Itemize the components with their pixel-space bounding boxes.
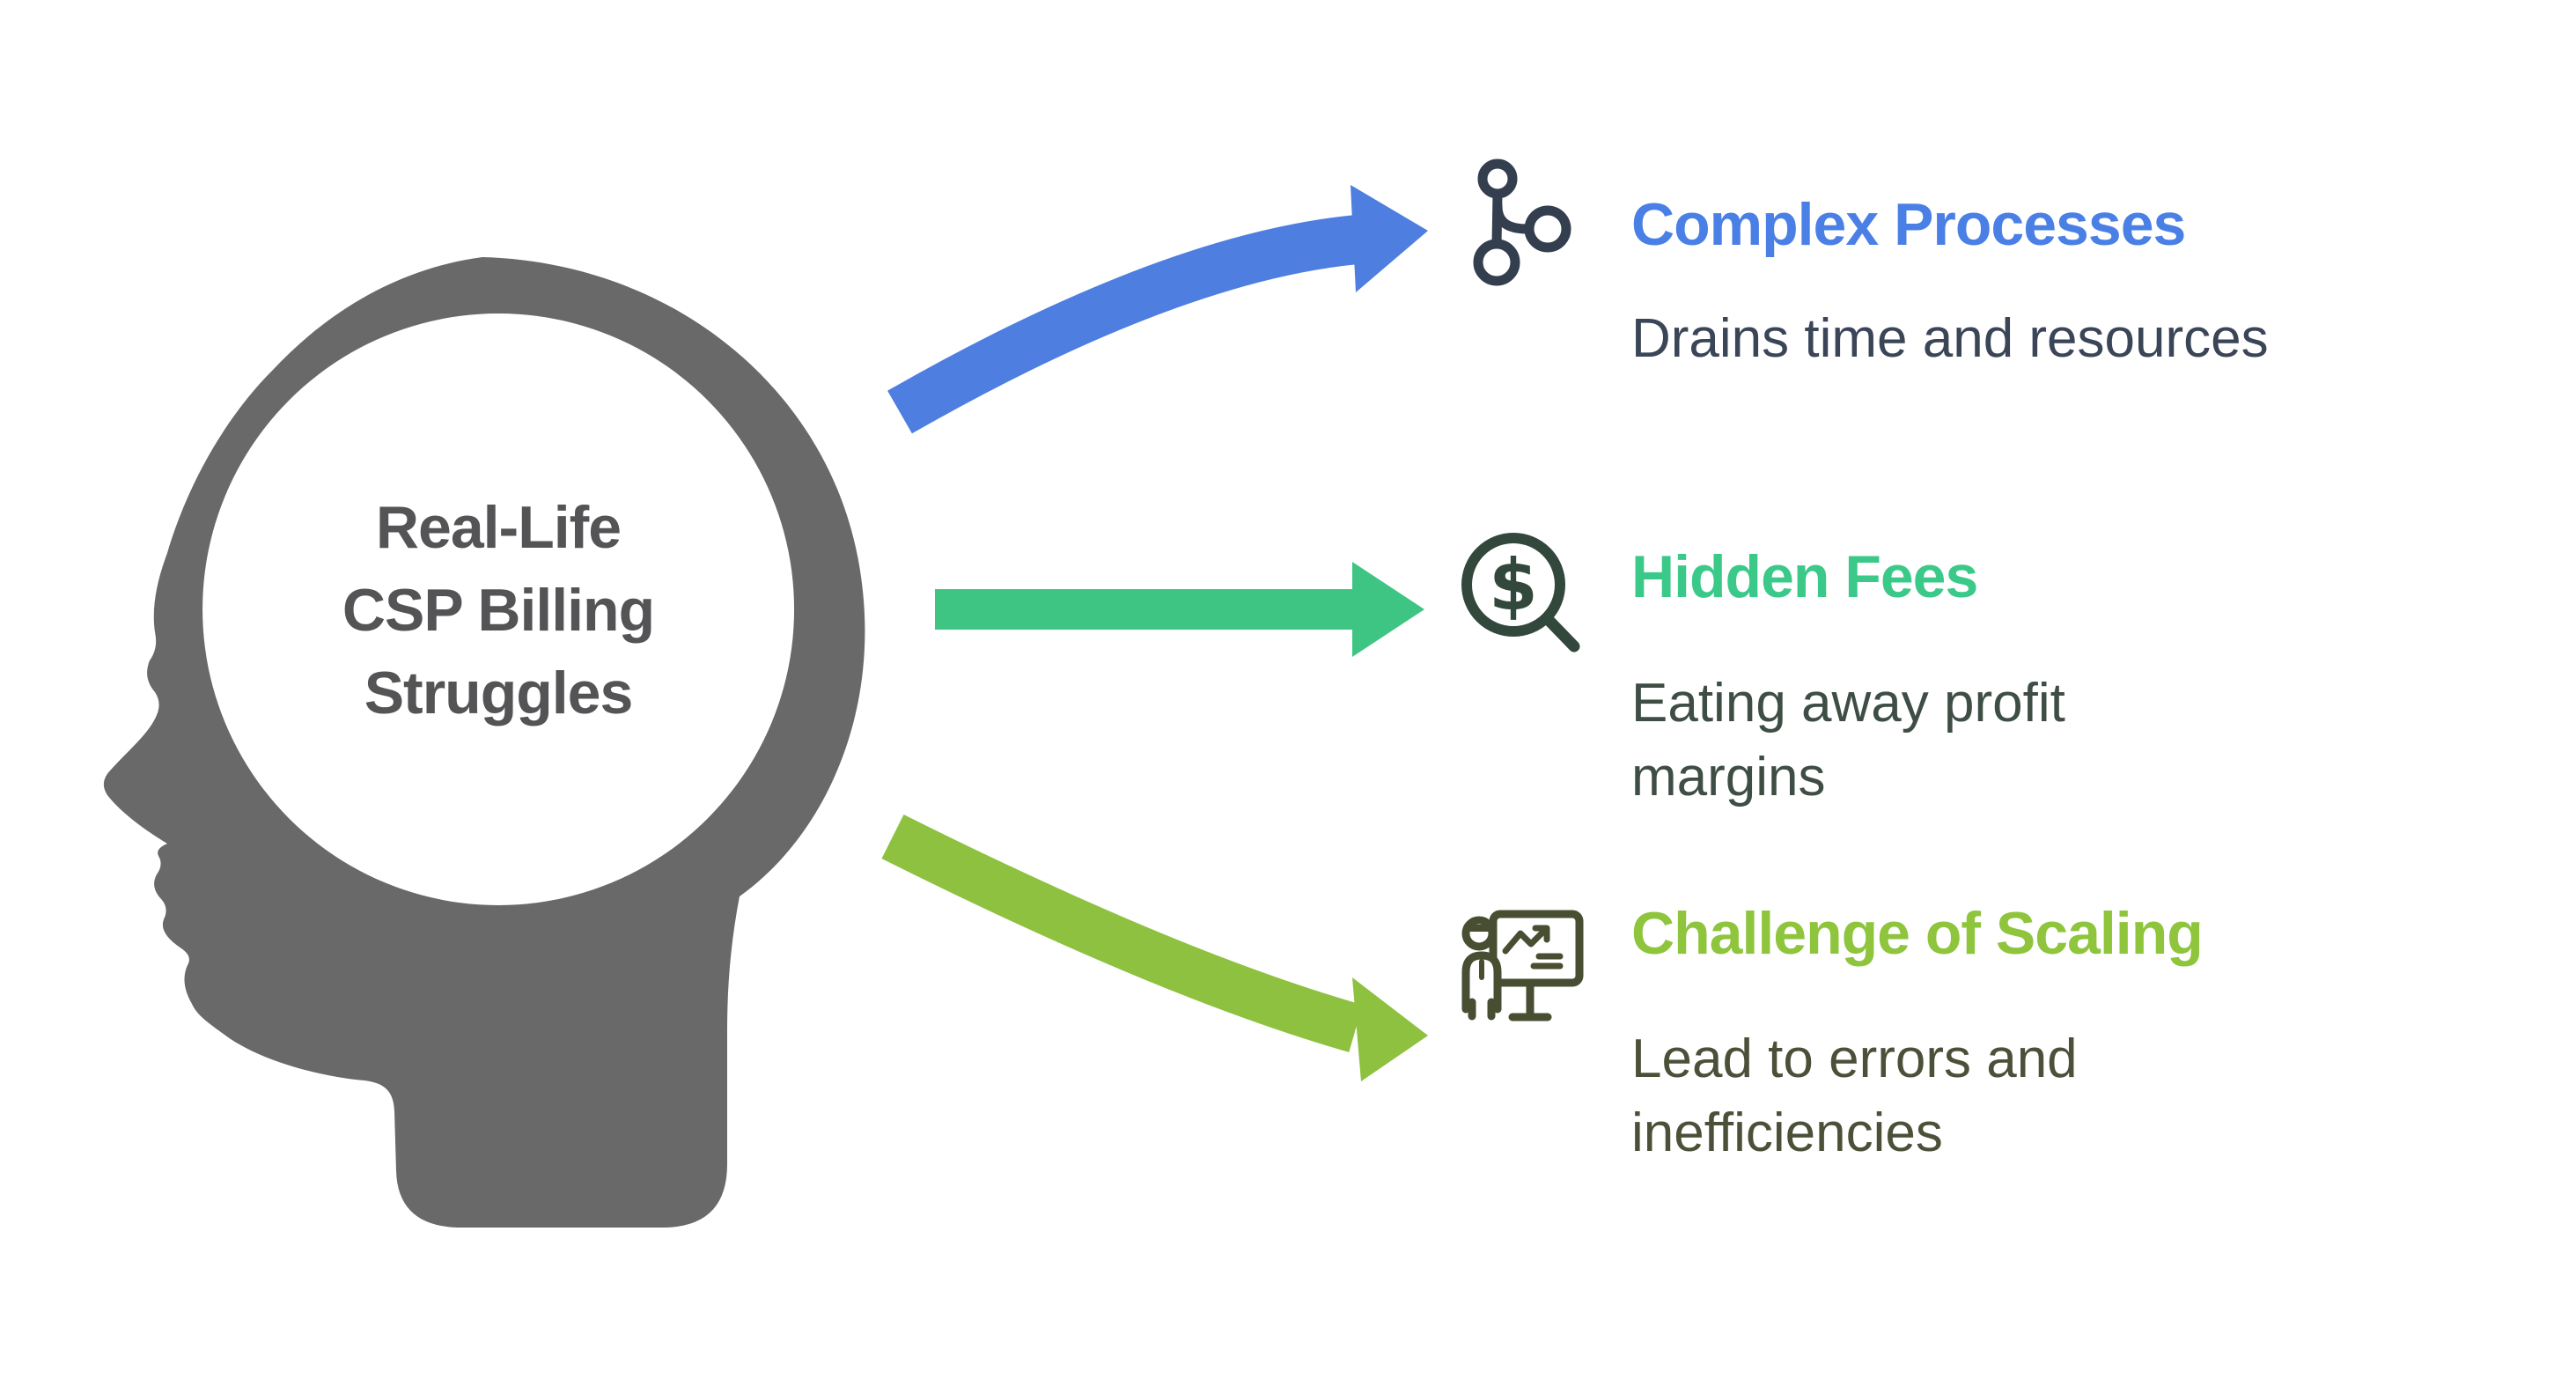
item-title-complex-processes: Complex Processes (1631, 191, 2186, 258)
head-label: Real-Life CSP Billing Struggles (342, 494, 655, 726)
item-description-hidden-fees: Eating away profit margins (1631, 673, 2065, 807)
magnifier-dollar-icon: $ (1461, 533, 1580, 653)
arrow-complex-processes (887, 185, 1428, 434)
item-title-challenge-of-scaling: Challenge of Scaling (1631, 900, 2204, 967)
item-description-challenge-of-scaling: Lead to errors and inefficiencies (1631, 1029, 2078, 1163)
presenter-chart-icon (1461, 910, 1584, 1021)
item-title-hidden-fees: Hidden Fees (1631, 543, 1978, 610)
item-description-complex-processes: Drains time and resources (1631, 308, 2269, 369)
arrow-hidden-fees (935, 562, 1424, 657)
arrow-challenge-of-scaling (881, 814, 1428, 1081)
svg-text:$: $ (1489, 544, 1538, 626)
git-branch-icon (1473, 159, 1571, 286)
